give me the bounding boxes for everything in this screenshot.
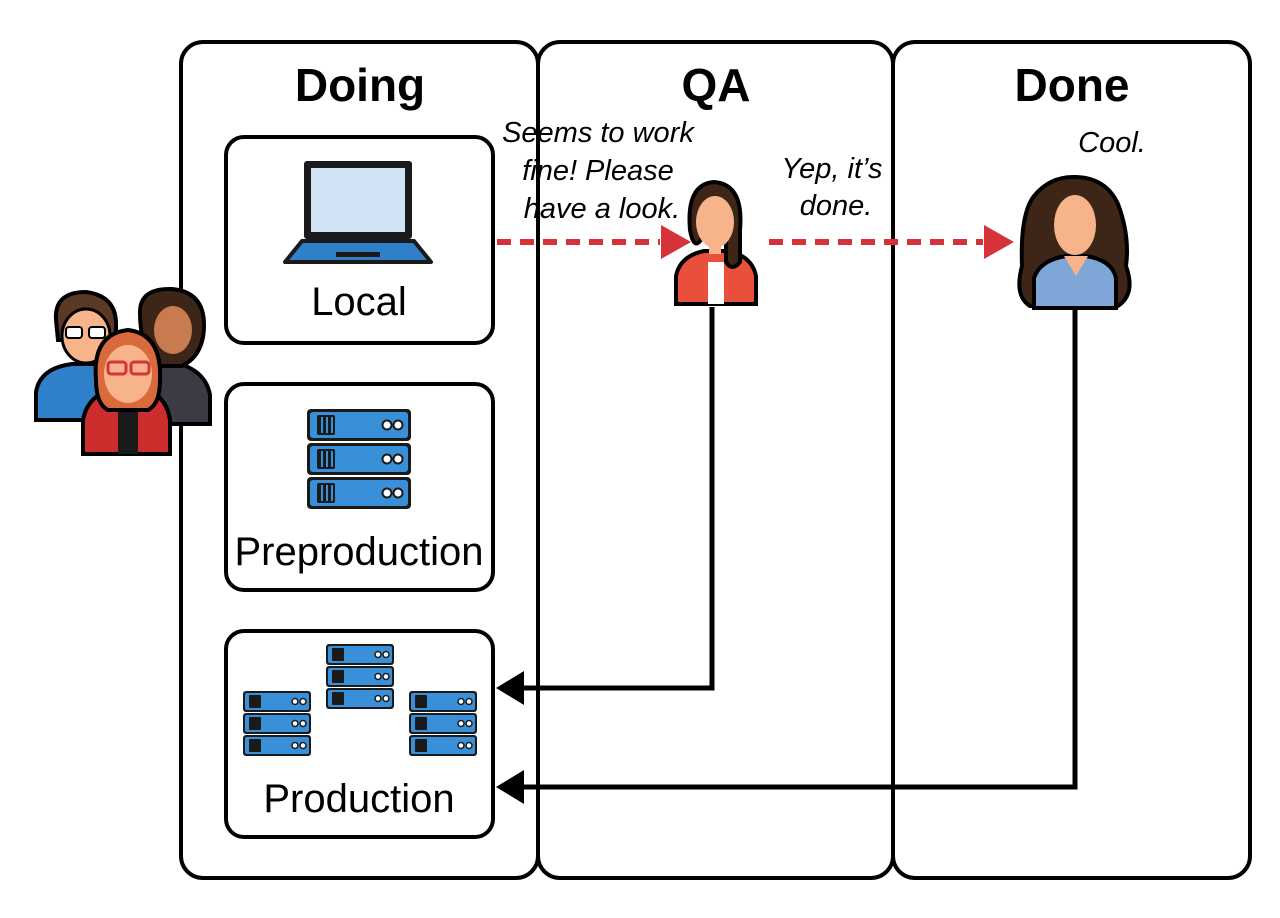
speech-done-reply: Cool. xyxy=(1078,127,1146,159)
speech-dev-to-qa-line-3: have a look. xyxy=(524,193,680,225)
developer-team-icon xyxy=(34,286,212,456)
speech-dev-to-qa-line-2: fine! Please xyxy=(522,155,674,187)
speech-qa-to-done-line-1: Yep, it’s xyxy=(781,153,882,185)
speech-dev-to-qa-line-1: Seems to work xyxy=(502,117,695,149)
arrowhead-qa-to-done xyxy=(984,225,1014,259)
arrowhead-qa-to-production xyxy=(496,671,524,705)
env-label-production: Production xyxy=(263,777,454,821)
speech-dev-to-qa: Seems to work fine! Please have a look. xyxy=(502,117,702,225)
env-label-local: Local xyxy=(311,280,407,324)
laptop-icon xyxy=(283,161,433,264)
env-box-production xyxy=(224,629,495,839)
speech-qa-to-done: Yep, it’s done. xyxy=(781,153,890,222)
release-line-done-to-production xyxy=(522,309,1078,790)
column-done xyxy=(891,40,1252,880)
column-title-qa: QA xyxy=(682,59,751,111)
column-title-doing: Doing xyxy=(295,59,425,111)
product-owner-icon xyxy=(1017,174,1132,310)
server-rack-icon xyxy=(306,408,412,510)
release-line-qa-to-production xyxy=(522,307,715,691)
column-title-done: Done xyxy=(1015,59,1130,111)
arrowhead-local-to-qa xyxy=(661,225,691,259)
speech-qa-to-done-line-2: done. xyxy=(800,190,873,222)
arrowhead-done-to-production xyxy=(496,770,524,804)
env-label-preproduction: Preproduction xyxy=(234,530,483,574)
qa-tester-icon xyxy=(674,179,758,306)
